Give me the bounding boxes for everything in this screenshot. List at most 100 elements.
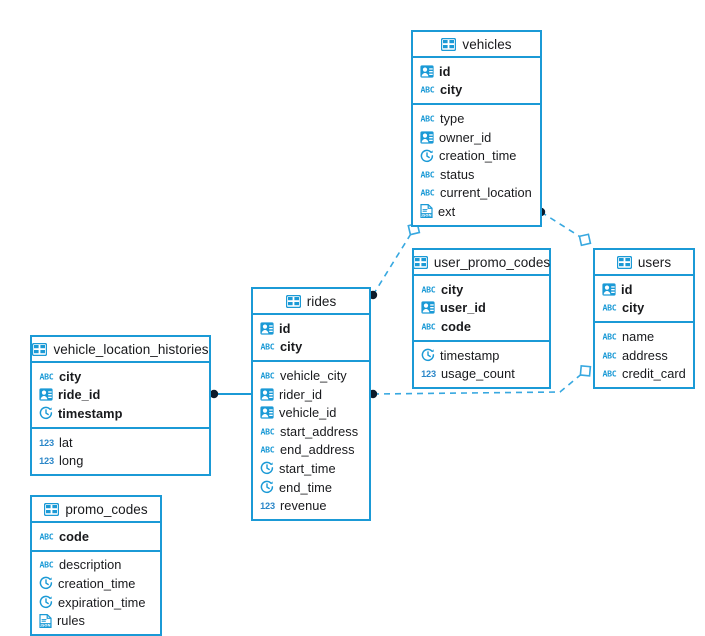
entity-name: users (637, 254, 672, 270)
abc-string-icon: ABC (260, 425, 275, 438)
svg-text:ABC: ABC (261, 342, 275, 352)
entity-title-vehicle_location_histories[interactable]: vehicle_location_histories (32, 337, 209, 363)
svg-text:ABC: ABC (603, 303, 617, 313)
relationship-rel-vehicles-users[interactable] (536, 207, 592, 247)
field-name: id (279, 320, 291, 336)
field-row[interactable]: JSON rules (32, 611, 160, 630)
entity-title-rides[interactable]: rides (253, 289, 369, 315)
field-row[interactable]: id (595, 280, 693, 299)
field-name: city (622, 300, 645, 316)
clock-timestamp-icon (421, 348, 435, 362)
entity-title-users[interactable]: users (595, 250, 693, 276)
field-row[interactable]: JSON ext (413, 202, 540, 221)
field-row[interactable]: timestamp (414, 346, 549, 365)
svg-text:ABC: ABC (603, 369, 617, 379)
abc-string-icon: ABC (602, 349, 617, 362)
field-row[interactable]: end_time (253, 478, 369, 497)
abc-string-icon: ABC (39, 530, 54, 543)
field-row[interactable]: 123 long (32, 451, 209, 470)
abc-string-icon: ABC (420, 83, 435, 96)
abc-string-icon: ABC (260, 369, 275, 382)
key-person-icon (602, 283, 616, 296)
field-row[interactable]: id (413, 62, 540, 81)
entity-name: promo_codes (65, 501, 148, 517)
field-name: ext (438, 203, 456, 219)
field-row[interactable]: vehicle_id (253, 403, 369, 422)
abc-string-icon: ABC (602, 367, 617, 380)
svg-text:ABC: ABC (603, 350, 617, 360)
field-name: rules (57, 613, 85, 629)
key-person-icon (260, 322, 274, 335)
field-row[interactable]: rider_id (253, 385, 369, 404)
123-number-icon: 123 (39, 436, 54, 449)
field-name: lat (59, 434, 73, 450)
clock-timestamp-icon (260, 461, 274, 475)
field-row[interactable]: ABC city (414, 280, 549, 299)
relationship-rel-vlh-rides[interactable] (209, 389, 251, 399)
field-name: id (439, 63, 451, 79)
field-name: city (441, 281, 464, 297)
field-row[interactable]: expiration_time (32, 593, 160, 612)
svg-text:123: 123 (39, 456, 54, 466)
clock-timestamp-icon (39, 576, 53, 590)
svg-text:123: 123 (39, 437, 54, 447)
field-row[interactable]: id (253, 319, 369, 338)
field-name: timestamp (58, 405, 123, 421)
clock-timestamp-icon (260, 480, 274, 494)
entity-title-promo_codes[interactable]: promo_codes (32, 497, 160, 523)
entity-title-vehicles[interactable]: vehicles (413, 32, 540, 58)
field-row[interactable]: owner_id (413, 128, 540, 147)
field-row[interactable]: ABC start_address (253, 422, 369, 441)
field-row[interactable]: ABC credit_card (595, 364, 693, 383)
field-row[interactable]: 123 lat (32, 433, 209, 452)
field-name: long (59, 453, 84, 469)
abc-string-icon: ABC (420, 112, 435, 125)
field-name: revenue (280, 498, 327, 514)
table-icon (32, 342, 48, 356)
abc-string-icon: ABC (421, 320, 436, 333)
field-row[interactable]: creation_time (413, 146, 540, 165)
field-row[interactable]: ride_id (32, 386, 209, 405)
svg-text:JSON: JSON (421, 214, 432, 218)
field-name: timestamp (440, 347, 500, 363)
123-number-icon: 123 (260, 499, 275, 512)
field-row[interactable]: timestamp (32, 404, 209, 423)
field-name: credit_card (622, 366, 686, 382)
field-row[interactable]: 123 revenue (253, 496, 369, 515)
json-document-icon: JSON (420, 204, 433, 219)
field-row[interactable]: creation_time (32, 574, 160, 593)
abc-string-icon: ABC (421, 283, 436, 296)
field-row[interactable]: user_id (414, 299, 549, 318)
field-name: start_address (280, 423, 359, 439)
entity-title-user_promo_codes[interactable]: user_promo_codes (412, 250, 550, 276)
field-row[interactable]: start_time (253, 459, 369, 478)
json-document-icon: JSON (39, 613, 52, 628)
field-row[interactable]: ABC city (595, 299, 693, 318)
abc-string-icon: ABC (260, 340, 275, 353)
